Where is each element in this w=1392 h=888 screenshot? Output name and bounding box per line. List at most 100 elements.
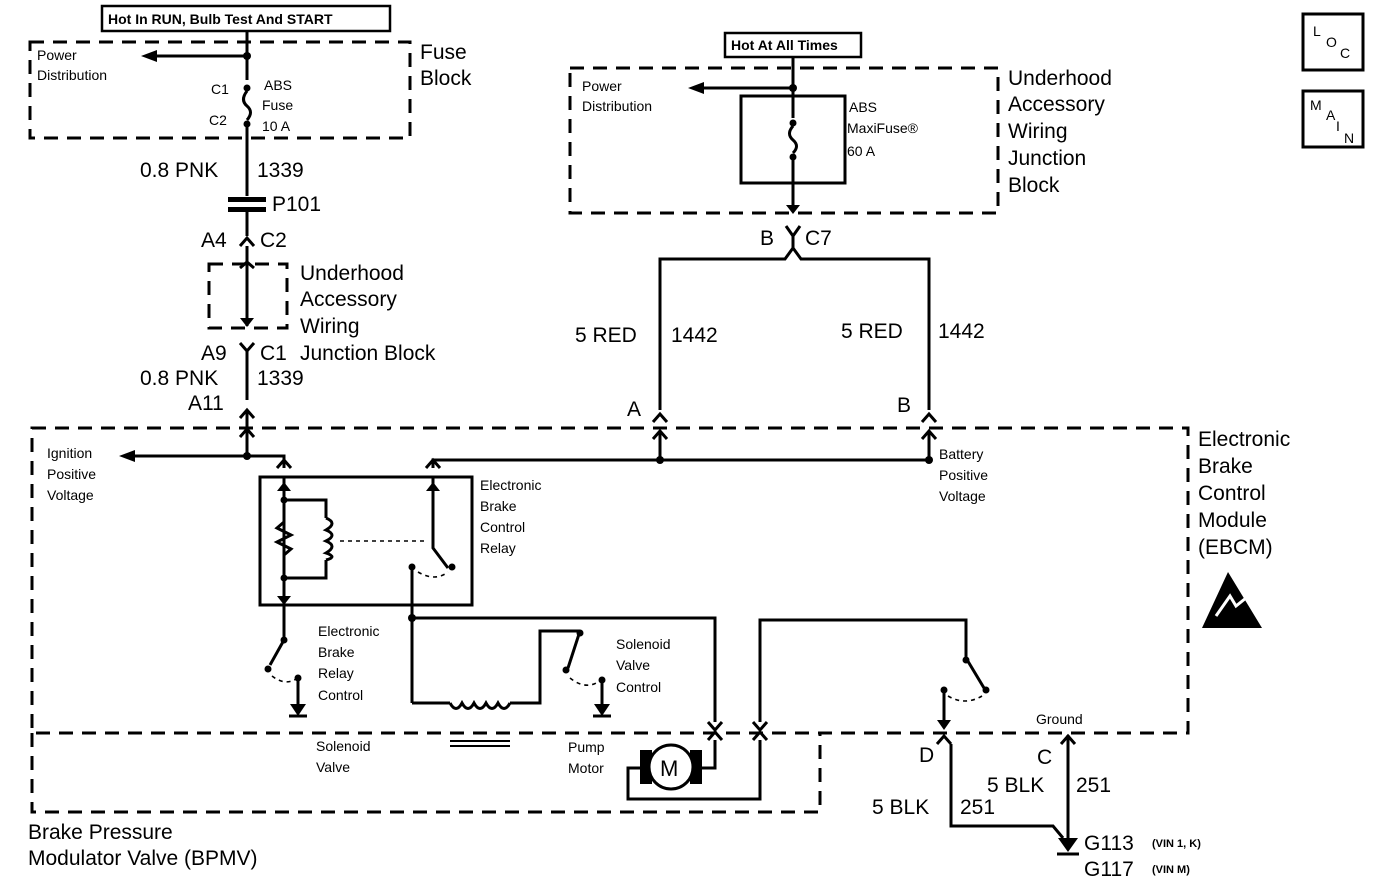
abs-fuse-10a bbox=[242, 84, 252, 128]
relay-coil bbox=[322, 516, 334, 562]
ebcm-title: Electronic Brake Control Module (EBCM) bbox=[1198, 428, 1290, 559]
wire-pnk-top-label: 0.8 PNK bbox=[140, 159, 218, 182]
svg-text:Underhood: Underhood bbox=[1008, 67, 1112, 90]
hot-all-box bbox=[723, 31, 863, 59]
svg-text:Solenoid: Solenoid bbox=[616, 636, 671, 652]
svg-text:Underhood: Underhood bbox=[300, 262, 404, 285]
svg-text:Voltage: Voltage bbox=[939, 488, 986, 504]
fuse-block-title: Fuse Block bbox=[420, 41, 472, 90]
ebcm-relay-box bbox=[258, 475, 474, 607]
ground-symbol-relay-control bbox=[289, 704, 307, 718]
svg-text:Control: Control bbox=[616, 679, 661, 695]
wire-red-left-label: 5 RED bbox=[575, 324, 637, 347]
loc-letter-c: C bbox=[1340, 45, 1350, 61]
abs-maxifuse-label: ABS MaxiFuse® 60 A bbox=[847, 99, 919, 159]
svg-text:Brake: Brake bbox=[1198, 455, 1253, 478]
wire-blk-c-circuit: 251 bbox=[1076, 774, 1111, 797]
relay-control-label: Electronic Brake Relay Control bbox=[318, 623, 379, 703]
svg-text:ABS: ABS bbox=[849, 99, 877, 115]
wire-blk-d-label: 5 BLK bbox=[872, 796, 929, 819]
relay-resistor bbox=[273, 520, 295, 557]
conn-c-label: C bbox=[1037, 746, 1052, 769]
svg-text:Electronic: Electronic bbox=[480, 477, 541, 493]
uajb-left-title: Underhood Accessory Wiring bbox=[300, 262, 404, 338]
svg-text:Junction: Junction bbox=[1008, 147, 1086, 170]
battery-positive-voltage-label: Battery Positive Voltage bbox=[939, 446, 988, 504]
main-letter-i: I bbox=[1336, 118, 1340, 134]
c2-label: C2 bbox=[260, 229, 287, 252]
esd-warning-icon bbox=[1202, 572, 1262, 628]
solenoid-valve-core bbox=[450, 740, 510, 747]
svg-text:Positive: Positive bbox=[47, 466, 96, 482]
main-letter-a: A bbox=[1326, 107, 1336, 123]
pump-motor-label: Pump Motor bbox=[568, 739, 605, 776]
bpmv-boundary bbox=[30, 733, 822, 814]
solenoid-valve-control-label: Solenoid Valve Control bbox=[616, 636, 671, 695]
uajb-right-power-distribution-label: Power Distribution bbox=[582, 78, 652, 114]
svg-text:Voltage: Voltage bbox=[47, 487, 94, 503]
fuse-c2-label: C2 bbox=[209, 112, 227, 128]
svg-text:Wiring: Wiring bbox=[300, 315, 360, 338]
svg-text:Power: Power bbox=[582, 78, 622, 94]
uajb-right-title: Underhood Accessory Wiring Junction Bloc… bbox=[1008, 67, 1112, 197]
fuse-block-power-distribution-label: Power Distribution bbox=[37, 47, 107, 83]
junction-block-label: Junction Block bbox=[300, 342, 436, 365]
svg-text:Electronic: Electronic bbox=[1198, 428, 1290, 451]
c1-label: C1 bbox=[260, 342, 287, 365]
ignition-positive-voltage-label: Ignition Positive Voltage bbox=[47, 445, 96, 503]
ground-symbol-solenoid-control bbox=[593, 704, 611, 718]
loc-letter-o: O bbox=[1326, 34, 1337, 50]
wire-red-right-circuit: 1442 bbox=[938, 320, 985, 343]
svg-text:Fuse: Fuse bbox=[420, 41, 467, 64]
c7-b-label: B bbox=[760, 227, 774, 250]
g113-label: G113 bbox=[1084, 832, 1134, 855]
svg-text:Wiring: Wiring bbox=[1008, 120, 1068, 143]
wire-red-left-circuit: 1442 bbox=[671, 324, 718, 347]
svg-text:Relay: Relay bbox=[480, 540, 516, 556]
ground-label: Ground bbox=[1036, 711, 1083, 727]
solenoid-valve-label: Solenoid Valve bbox=[316, 738, 371, 775]
ground-symbol-g113 bbox=[1057, 838, 1079, 856]
svg-text:10 A: 10 A bbox=[262, 118, 291, 134]
wire-red-right-label: 5 RED bbox=[841, 320, 903, 343]
abs-maxifuse-60a bbox=[739, 94, 847, 185]
main-button[interactable]: M A I N bbox=[1301, 89, 1365, 149]
a4-label: A4 bbox=[201, 229, 227, 252]
g117-label: G117 bbox=[1084, 858, 1134, 881]
svg-text:Positive: Positive bbox=[939, 467, 988, 483]
loc-button[interactable]: L O C bbox=[1301, 12, 1365, 72]
g117-vin-label: (VIN M) bbox=[1152, 864, 1190, 876]
svg-text:Relay: Relay bbox=[318, 665, 354, 681]
svg-text:Brake: Brake bbox=[480, 498, 517, 514]
uajb-right-box bbox=[568, 66, 1000, 215]
ebcm-boundary bbox=[30, 426, 1190, 735]
svg-text:Brake: Brake bbox=[318, 644, 355, 660]
svg-text:Motor: Motor bbox=[568, 760, 604, 776]
svg-text:Power: Power bbox=[37, 47, 77, 63]
motor-symbol-label: M bbox=[660, 756, 678, 781]
svg-text:Block: Block bbox=[1008, 174, 1060, 197]
p101-label: P101 bbox=[272, 193, 321, 216]
svg-text:60 A: 60 A bbox=[847, 143, 876, 159]
main-letter-m: M bbox=[1310, 97, 1322, 113]
svg-text:Electronic: Electronic bbox=[318, 623, 379, 639]
solenoid-coil bbox=[448, 699, 512, 710]
conn-d-label: D bbox=[919, 744, 934, 767]
svg-text:Valve: Valve bbox=[616, 657, 650, 673]
p101-connector bbox=[228, 197, 266, 212]
fuse-block-box bbox=[28, 40, 412, 140]
main-letter-n: N bbox=[1344, 130, 1354, 146]
ebcb-relay-label: Electronic Brake Control Relay bbox=[480, 477, 541, 556]
svg-text:Control: Control bbox=[1198, 482, 1266, 505]
a9-label: A9 bbox=[201, 342, 227, 365]
wire-blk-d-circuit: 251 bbox=[960, 796, 995, 819]
wire-pnk-bot-label: 0.8 PNK bbox=[140, 367, 218, 390]
loc-letter-l: L bbox=[1313, 23, 1321, 39]
svg-text:MaxiFuse®: MaxiFuse® bbox=[847, 120, 919, 136]
svg-text:Control: Control bbox=[318, 687, 363, 703]
svg-text:Distribution: Distribution bbox=[37, 67, 107, 83]
svg-text:Solenoid: Solenoid bbox=[316, 738, 371, 754]
fuse-c1-label: C1 bbox=[211, 81, 229, 97]
svg-text:Pump: Pump bbox=[568, 739, 605, 755]
